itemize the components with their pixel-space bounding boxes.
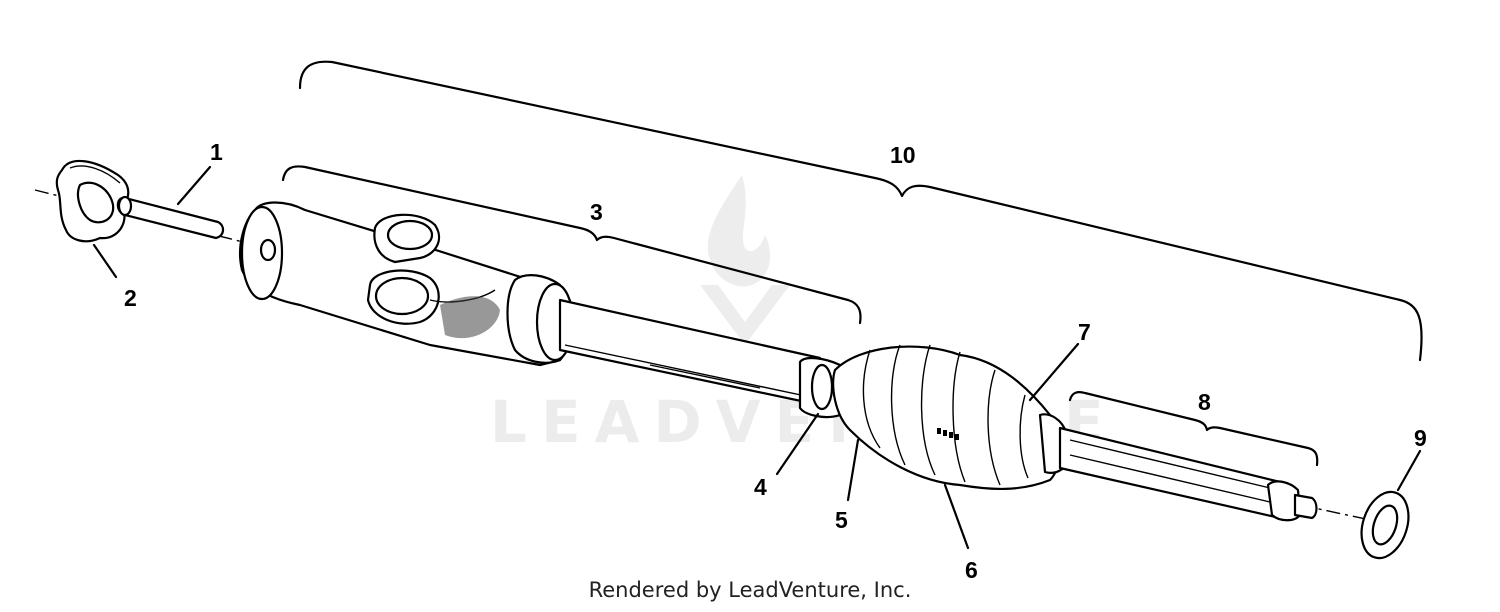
leader-5 bbox=[846, 438, 860, 502]
leader-9 bbox=[1396, 449, 1422, 492]
watermark-logo-icon bbox=[700, 175, 790, 345]
bracket-assembly-10 bbox=[298, 60, 1423, 362]
callout-labels: 1 2 3 4 5 6 7 8 9 10 bbox=[124, 139, 1427, 583]
part-8-stub-shaft bbox=[1058, 426, 1318, 522]
callout-9: 9 bbox=[1414, 425, 1427, 451]
callout-10: 10 bbox=[890, 142, 916, 168]
part-1-pin bbox=[116, 195, 225, 240]
boot-marking-dots bbox=[937, 428, 959, 440]
render-credit: Rendered by LeadVenture, Inc. bbox=[588, 578, 912, 602]
callout-8: 8 bbox=[1198, 389, 1211, 415]
leader-2 bbox=[92, 243, 118, 279]
callout-1: 1 bbox=[210, 139, 223, 165]
yoke-shading bbox=[440, 296, 500, 339]
leader-4 bbox=[775, 412, 820, 476]
part-3-yoke-joint bbox=[238, 201, 575, 367]
leader-6 bbox=[943, 483, 970, 550]
leader-lines bbox=[92, 165, 1422, 550]
callout-7: 7 bbox=[1078, 319, 1091, 345]
callout-5: 5 bbox=[835, 507, 848, 533]
part-2-seal bbox=[55, 159, 130, 243]
leader-1 bbox=[176, 165, 212, 206]
leader-7 bbox=[1028, 342, 1080, 402]
bracket-3 bbox=[281, 165, 862, 325]
part-5-6-7-cv-boot bbox=[832, 344, 1070, 490]
callout-3: 3 bbox=[590, 199, 603, 225]
callout-6: 6 bbox=[965, 557, 978, 583]
callout-4: 4 bbox=[754, 474, 767, 500]
callout-2: 2 bbox=[124, 285, 137, 311]
part-9-circlip bbox=[1360, 490, 1410, 560]
bracket-8 bbox=[1068, 391, 1319, 467]
